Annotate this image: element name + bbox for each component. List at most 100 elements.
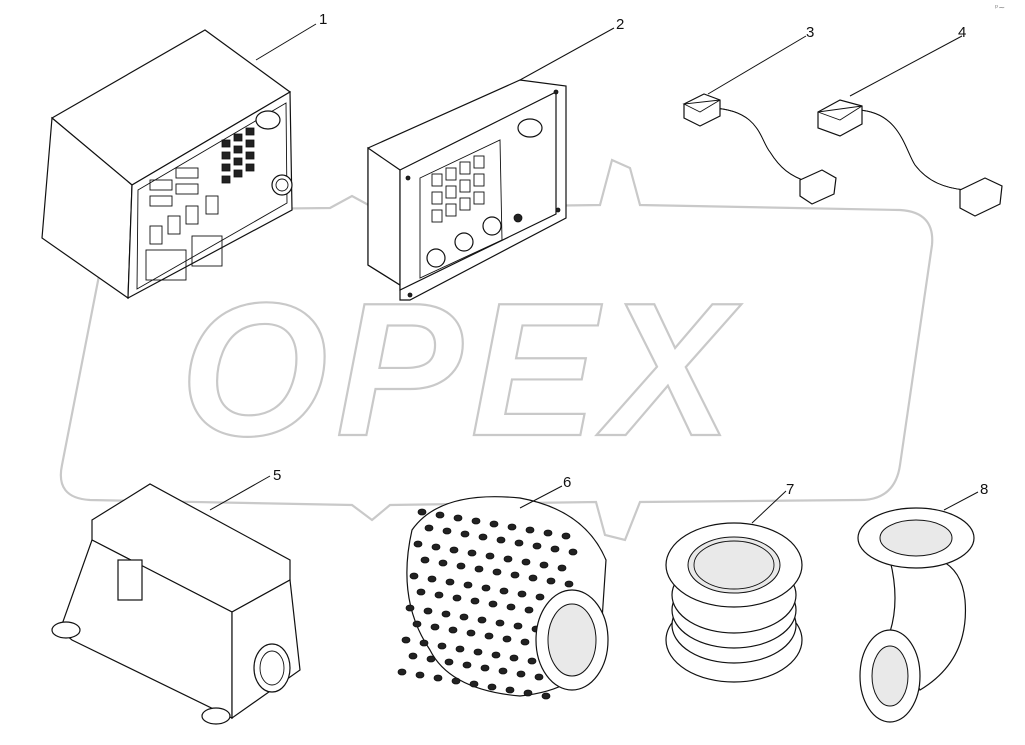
perforation-hole <box>489 520 499 528</box>
perforation-hole <box>420 556 430 564</box>
callout-8: 8 <box>980 481 988 498</box>
perforation-hole <box>496 536 506 544</box>
perforation-hole <box>470 597 480 605</box>
perforation-hole <box>456 562 466 570</box>
perforation-hole <box>481 584 491 592</box>
perforation-hole <box>534 673 544 681</box>
perforation-hole <box>507 523 517 531</box>
perforation-hole <box>557 564 567 572</box>
part-8-elbow: 8 <box>857 481 988 723</box>
perforation-hole <box>541 692 551 700</box>
perforation-hole <box>455 645 465 653</box>
perforation-hole <box>485 552 495 560</box>
perforation-hole <box>442 527 452 535</box>
perforation-hole <box>550 545 560 553</box>
watermark-text: OPEX <box>180 264 742 476</box>
perforation-hole <box>517 590 527 598</box>
callout-4: 4 <box>958 24 966 41</box>
part-6-filter: 6 <box>397 474 609 700</box>
perforation-hole <box>417 508 427 516</box>
callout-6: 6 <box>563 474 571 491</box>
perforation-hole <box>539 561 549 569</box>
perforation-hole <box>510 571 520 579</box>
perforation-hole <box>477 616 487 624</box>
perforation-hole <box>415 671 425 679</box>
perforation-hole <box>441 610 451 618</box>
perforation-hole <box>561 532 571 540</box>
perforation-hole <box>487 683 497 691</box>
perforation-hole <box>424 524 434 532</box>
perforation-hole <box>426 655 436 663</box>
perforation-hole <box>449 546 459 554</box>
watermark: OPEX <box>59 158 934 542</box>
perforation-hole <box>431 543 441 551</box>
perforation-hole <box>514 539 524 547</box>
perforation-hole <box>492 568 502 576</box>
perforation-hole <box>474 565 484 573</box>
perforation-hole <box>419 639 429 647</box>
perforation-hole <box>521 558 531 566</box>
perforation-hole <box>459 613 469 621</box>
perforation-hole <box>434 591 444 599</box>
perforation-hole <box>480 664 490 672</box>
perforation-hole <box>513 622 523 630</box>
perforation-hole <box>430 623 440 631</box>
part-1-control-box: 1 <box>41 11 327 300</box>
callout-7: 7 <box>786 481 794 498</box>
perforation-hole <box>524 606 534 614</box>
callout-1: 1 <box>319 11 327 28</box>
part-4-cable: 4 <box>817 24 1003 217</box>
perforation-hole <box>413 540 423 548</box>
perforation-hole <box>498 667 508 675</box>
perforation-hole <box>460 530 470 538</box>
perforation-hole <box>520 638 530 646</box>
perforation-hole <box>438 559 448 567</box>
perforation-hole <box>433 674 443 682</box>
part-3-cable: 3 <box>682 24 837 205</box>
perforation-hole <box>412 620 422 628</box>
perforation-hole <box>427 575 437 583</box>
perforation-hole <box>469 680 479 688</box>
perforation-hole <box>509 654 519 662</box>
perforation-hole <box>506 603 516 611</box>
perforation-hole <box>503 555 513 563</box>
perforation-hole <box>491 651 501 659</box>
perforation-hole <box>397 668 407 676</box>
perforation-hole <box>568 548 578 556</box>
perforation-hole <box>505 686 515 694</box>
perforation-hole <box>564 580 574 588</box>
perforation-hole <box>523 689 533 697</box>
perforation-hole <box>453 514 463 522</box>
perforation-hole <box>528 574 538 582</box>
perforation-hole <box>488 600 498 608</box>
perforation-hole <box>401 636 411 644</box>
perforation-hole <box>502 635 512 643</box>
perforation-hole <box>473 648 483 656</box>
perforation-hole <box>452 594 462 602</box>
perforation-hole <box>423 607 433 615</box>
corner-mark: ᵖ~ <box>995 3 1005 12</box>
perforation-hole <box>516 670 526 678</box>
perforation-hole <box>495 619 505 627</box>
perforation-hole <box>546 577 556 585</box>
perforation-hole <box>448 626 458 634</box>
perforation-hole <box>445 578 455 586</box>
perforation-hole <box>463 581 473 589</box>
perforation-hole <box>462 661 472 669</box>
part-7-compensator: 7 <box>665 481 803 683</box>
perforation-hole <box>527 657 537 665</box>
perforation-hole <box>525 526 535 534</box>
part-2-control-panel: 2 <box>367 16 624 301</box>
perforation-hole <box>543 529 553 537</box>
perforation-hole <box>499 587 509 595</box>
callout-5: 5 <box>273 467 281 484</box>
perforation-hole <box>532 542 542 550</box>
perforation-hole <box>467 549 477 557</box>
perforation-hole <box>416 588 426 596</box>
perforation-hole <box>405 604 415 612</box>
perforation-hole <box>535 593 545 601</box>
perforation-hole <box>435 511 445 519</box>
perforation-hole <box>484 632 494 640</box>
callout-3: 3 <box>806 24 814 41</box>
